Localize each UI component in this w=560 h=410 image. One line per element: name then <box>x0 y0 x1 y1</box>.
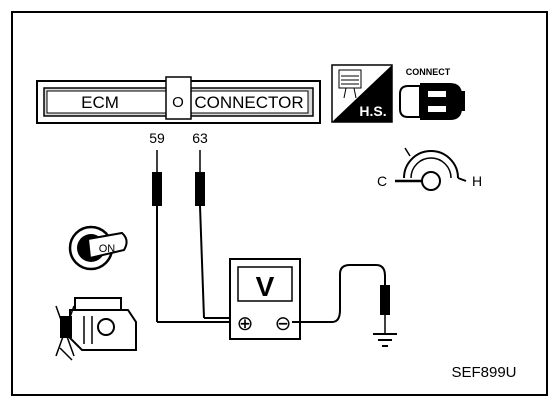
connector-label-connector: CONNECTOR <box>194 93 303 112</box>
ground-lead <box>292 264 390 333</box>
connector-label-ecm: ECM <box>81 93 119 112</box>
harness-badge-text: H.S. <box>359 103 386 119</box>
gauge-cold-label: C <box>377 173 387 189</box>
figure-code: SEF899U <box>451 364 516 381</box>
connect-caption: CONNECT <box>406 67 451 77</box>
probe-positive <box>152 150 240 323</box>
harness-tool-icon: H.S. <box>331 64 393 123</box>
connect-icon <box>399 83 465 120</box>
meter-negative-terminal: ⊖ <box>275 313 292 335</box>
engine-icon <box>55 297 137 361</box>
ecm-connector: ECM O CONNECTOR <box>36 76 321 124</box>
meter-positive-terminal: ⊕ <box>237 313 254 335</box>
voltmeter-symbol: V <box>256 271 275 302</box>
voltmeter: V ⊕ ⊖ <box>229 258 301 340</box>
figure-frame <box>11 11 548 396</box>
temperature-gauge-icon <box>395 147 467 191</box>
pin-label-positive: 59 <box>149 130 165 146</box>
ignition-on-label: ON <box>99 243 116 255</box>
ground-symbol <box>373 333 397 347</box>
connector-separator: O <box>172 94 184 111</box>
pin-label-negative: 63 <box>192 130 208 146</box>
ignition-key-icon: ON <box>68 225 128 271</box>
gauge-hot-label: H <box>472 173 482 189</box>
